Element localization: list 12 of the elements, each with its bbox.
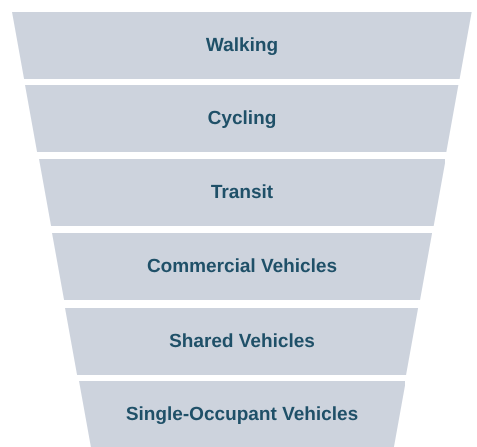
band-label: Shared Vehicles — [168, 330, 316, 352]
funnel-band — [65, 308, 419, 375]
band-label: Transit — [210, 182, 274, 204]
funnel-band — [78, 381, 406, 447]
funnel-band — [25, 85, 459, 152]
band-label: Commercial Vehicles — [146, 256, 338, 278]
funnel-band — [12, 12, 472, 79]
funnel-band — [38, 159, 446, 226]
band-label: Single-Occupant Vehicles — [124, 404, 360, 426]
band-label: Walking — [204, 34, 280, 56]
band-label: Cycling — [206, 108, 278, 130]
funnel-band — [52, 233, 432, 300]
